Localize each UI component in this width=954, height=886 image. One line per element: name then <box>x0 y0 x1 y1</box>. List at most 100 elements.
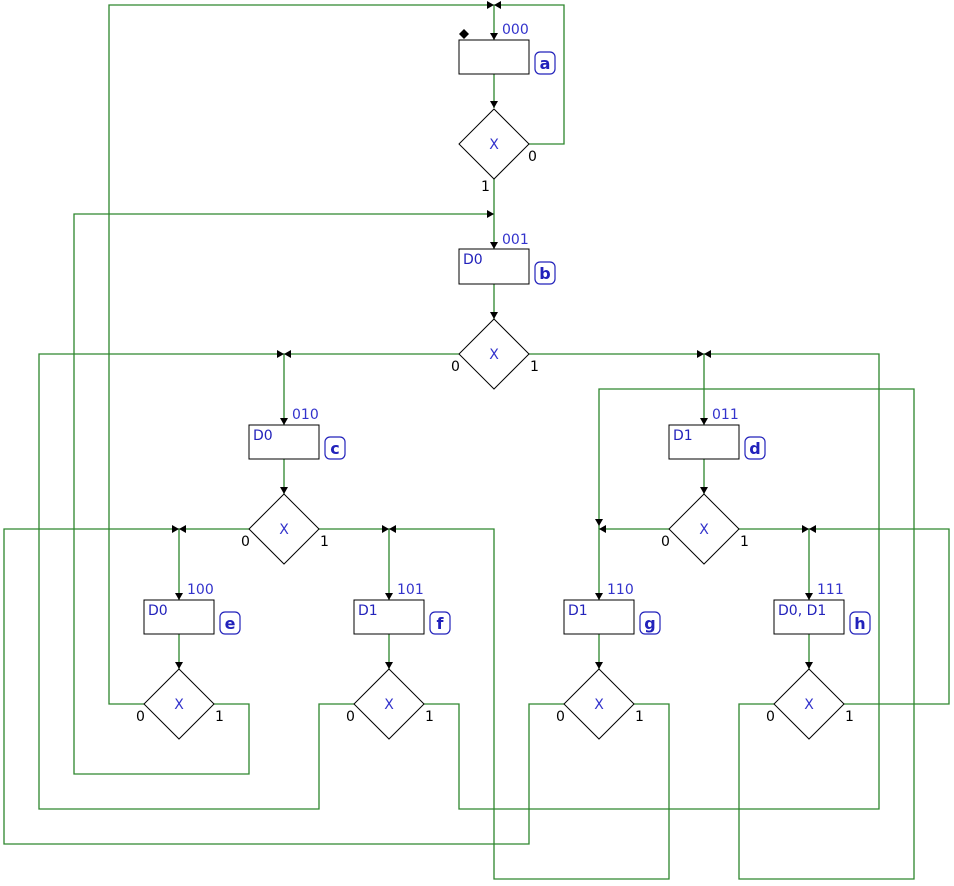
state-output-g: D1 <box>568 603 588 619</box>
state-tag-box-e <box>219 611 241 635</box>
decision-diamond-h <box>773 668 845 740</box>
junction-h-left <box>802 525 809 533</box>
junction-d-left <box>697 350 704 358</box>
arrow-into-decision-a <box>490 101 498 108</box>
state-box-f <box>353 599 425 635</box>
decision-cond-e: X <box>174 697 184 713</box>
arrow-into-h <box>805 593 813 600</box>
decision-zero-h: 0 <box>766 709 775 725</box>
decision-e[interactable]: X 0 1 <box>136 668 224 740</box>
state-tag-box-g <box>639 611 661 635</box>
state-output-b: D0 <box>463 252 483 268</box>
arrowheads <box>172 1 816 669</box>
arrow-into-decision-h <box>805 662 813 669</box>
decision-c[interactable]: X 0 1 <box>241 493 329 565</box>
state-g[interactable]: D1 110 g <box>563 582 661 635</box>
state-b[interactable]: D0 001 b <box>458 232 556 285</box>
arrow-into-g <box>595 593 603 600</box>
decision-h[interactable]: X 0 1 <box>766 668 854 740</box>
wire-f-1-to-d <box>424 353 880 810</box>
decision-cond-b: X <box>489 347 499 363</box>
arrow-into-e <box>175 593 183 600</box>
arrow-into-a <box>490 33 498 40</box>
decision-cond-c: X <box>279 522 289 538</box>
state-box-g <box>563 599 635 635</box>
junction-e-right <box>179 525 186 533</box>
decision-zero-g: 0 <box>556 709 565 725</box>
wire-g-1-to-f <box>389 528 670 880</box>
state-code-b: 001 <box>502 232 529 248</box>
state-a[interactable]: 000 a <box>458 22 556 75</box>
state-code-h: 111 <box>817 582 844 598</box>
decision-one-c: 1 <box>320 534 329 550</box>
state-output-h: D0, D1 <box>778 603 826 619</box>
decision-one-b: 1 <box>530 359 539 375</box>
decision-d[interactable]: X 0 1 <box>661 493 749 565</box>
wire-f-0-to-c <box>38 353 354 810</box>
decision-cond-a: X <box>489 137 499 153</box>
junction-a-right <box>494 1 501 9</box>
junction-d-right <box>704 350 711 358</box>
state-output-d: D1 <box>673 428 693 444</box>
arrow-h-0-into-g-drop <box>595 519 603 526</box>
decision-zero-a: 0 <box>528 149 537 165</box>
junction-f-left <box>382 525 389 533</box>
state-output-f: D1 <box>358 603 378 619</box>
state-tag-box-a <box>534 51 556 75</box>
junction-a-left <box>487 1 494 9</box>
state-d[interactable]: D1 011 d <box>668 407 766 460</box>
decision-zero-f: 0 <box>346 709 355 725</box>
decision-g[interactable]: X 0 1 <box>556 668 644 740</box>
state-code-c: 010 <box>292 407 319 423</box>
state-output-c: D0 <box>253 428 273 444</box>
state-code-f: 101 <box>397 582 424 598</box>
state-e[interactable]: D0 100 e <box>143 582 241 635</box>
state-tag-d: d <box>749 439 760 458</box>
state-box-e <box>143 599 215 635</box>
arrow-into-decision-g <box>595 662 603 669</box>
decision-diamond-b <box>458 318 530 390</box>
decision-f[interactable]: X 0 1 <box>346 668 434 740</box>
decision-a[interactable]: X 0 1 <box>458 108 537 195</box>
decision-diamond-c <box>248 493 320 565</box>
decision-one-a: 1 <box>481 179 490 195</box>
state-tag-box-b <box>534 261 556 285</box>
state-tag-box-f <box>429 611 451 635</box>
state-output-e: D0 <box>148 603 168 619</box>
decision-cond-d: X <box>699 522 709 538</box>
state-tag-g: g <box>644 614 655 633</box>
decision-diamond-e <box>143 668 215 740</box>
arrow-into-decision-e <box>175 662 183 669</box>
state-code-d: 011 <box>712 407 739 423</box>
state-tag-h: h <box>854 614 865 633</box>
state-box-b <box>458 248 530 285</box>
wire-g-0-to-e <box>3 528 564 845</box>
decision-diamond-f <box>353 668 425 740</box>
decision-diamond-g <box>563 668 635 740</box>
arrow-into-b <box>490 242 498 249</box>
wire-e-1-to-b <box>73 213 494 775</box>
arrow-into-decision-f <box>385 662 393 669</box>
state-tag-b: b <box>539 264 550 283</box>
state-h[interactable]: D0, D1 111 h <box>773 582 871 635</box>
state-box-a <box>458 39 530 75</box>
state-c[interactable]: D0 010 c <box>248 407 346 460</box>
state-code-e: 100 <box>187 582 214 598</box>
arrow-into-decision-c <box>280 487 288 494</box>
junction-c-right <box>284 350 291 358</box>
state-code-g: 110 <box>607 582 634 598</box>
decision-b[interactable]: X 0 1 <box>451 318 539 390</box>
state-tag-box-c <box>324 436 346 460</box>
wire-a-0-loop <box>494 4 565 145</box>
decision-cond-g: X <box>594 697 604 713</box>
junction-e-left <box>172 525 179 533</box>
state-f[interactable]: D1 101 f <box>353 582 451 635</box>
state-code-a: 000 <box>502 22 529 38</box>
arrow-into-c <box>280 418 288 425</box>
state-tag-box-d <box>744 436 766 460</box>
state-tag-c: c <box>330 439 339 458</box>
state-tag-e: e <box>225 614 236 633</box>
arrow-into-d <box>700 418 708 425</box>
arrow-into-f <box>385 593 393 600</box>
state-box-h <box>773 599 845 635</box>
